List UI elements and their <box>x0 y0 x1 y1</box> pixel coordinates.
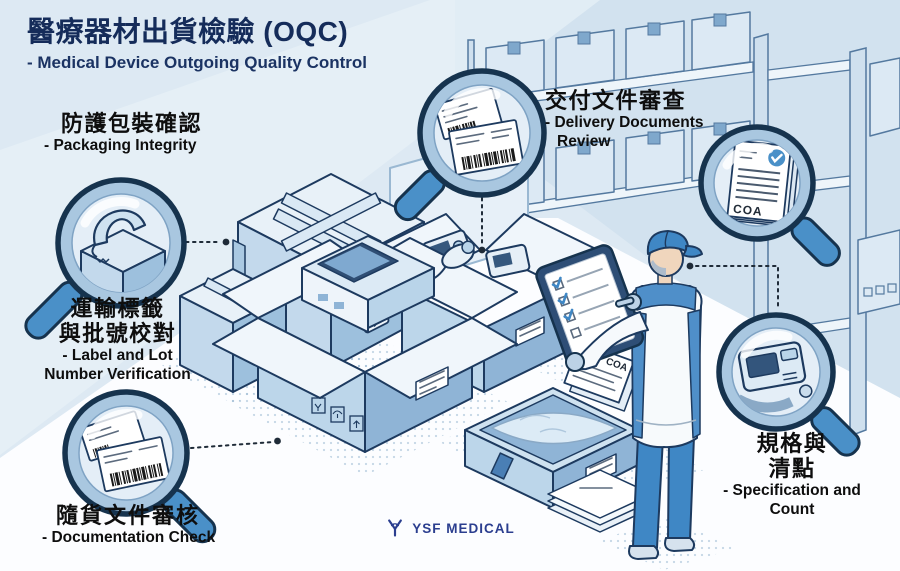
hair <box>651 260 666 276</box>
page-title: 醫療器材出貨檢驗 (OQC) - Medical Device Outgoing… <box>27 10 367 73</box>
step-label-lot-verification: 運輸標籤 與批號校對 - Label and Lot Number Verifi… <box>30 296 205 383</box>
checkmark-icon <box>557 292 568 305</box>
step-packaging-integrity: 防護包裝確認 - Packaging Integrity <box>44 111 202 155</box>
step-zh: 與批號校對 <box>58 321 177 347</box>
step-documentation-check: 隨貨文件審核 - Documentation Check <box>42 503 215 547</box>
magnifier-device <box>716 312 861 457</box>
inspector-worker <box>535 230 703 560</box>
shoe <box>628 545 660 560</box>
dotted-connectors <box>185 197 779 449</box>
checkmark-icon <box>551 276 562 290</box>
paper-stack <box>547 469 653 533</box>
step-en: - Documentation Check <box>42 529 216 547</box>
step-delivery-documents-review: 交付文件審查 - Delivery Documents Review <box>545 88 730 150</box>
checkmark-icon <box>563 308 574 321</box>
open-box-monitor <box>212 235 518 453</box>
step-specification-count: 規格與 清點 - Specification and Count <box>703 431 881 518</box>
brand-logo-icon <box>388 519 403 537</box>
documents-view <box>79 410 171 493</box>
device-in-box <box>485 243 531 279</box>
handling-icons <box>311 397 364 432</box>
magnifier-coa-document: COA <box>698 124 841 267</box>
step-en: - Specification and <box>723 482 861 500</box>
brand-lockup: YSF MEDICAL <box>0 518 900 538</box>
checklist-rows <box>551 267 621 339</box>
sterile-pouch <box>490 412 618 445</box>
step-en: - Label and Lot <box>62 347 173 365</box>
step-en: Number Verification <box>44 365 191 383</box>
monitor-device <box>301 235 475 333</box>
brand-name: YSF MEDICAL <box>412 520 515 536</box>
coa-doc-title: COA <box>732 202 763 219</box>
handheld-scanner <box>441 240 475 269</box>
step-zh: 隨貨文件審核 <box>56 503 201 528</box>
coa-document-view: COA <box>726 140 800 226</box>
tape-on-box-view <box>80 209 166 292</box>
device-screen <box>745 352 780 379</box>
tape-roll <box>92 209 147 247</box>
barcode <box>109 462 164 487</box>
cap <box>646 230 690 255</box>
shoe <box>664 537 696 552</box>
title-en: - Medical Device Outgoing Quality Contro… <box>27 53 368 72</box>
step-en: - Packaging Integrity <box>44 137 197 155</box>
shelf-box-row-top <box>485 11 751 99</box>
glove-hand <box>565 352 585 372</box>
magnifier-shipping-labels <box>393 68 547 222</box>
step-zh: 運輸標籤 <box>70 296 165 321</box>
title-zh: 醫療器材出貨檢驗 (OQC) <box>27 16 349 47</box>
step-zh: 規格與 <box>756 431 828 456</box>
magnifier-packaging <box>24 177 187 340</box>
step-zh: 防護包裝確認 <box>61 111 203 136</box>
cap-brim <box>682 245 703 258</box>
magnifier-documents <box>62 389 217 544</box>
step-en: Count <box>769 500 815 518</box>
step-en: - Delivery Documents <box>545 114 704 132</box>
step-en: Review <box>557 132 611 150</box>
step-zh: 交付文件審查 <box>545 88 687 113</box>
step-zh: 清點 <box>768 456 816 482</box>
